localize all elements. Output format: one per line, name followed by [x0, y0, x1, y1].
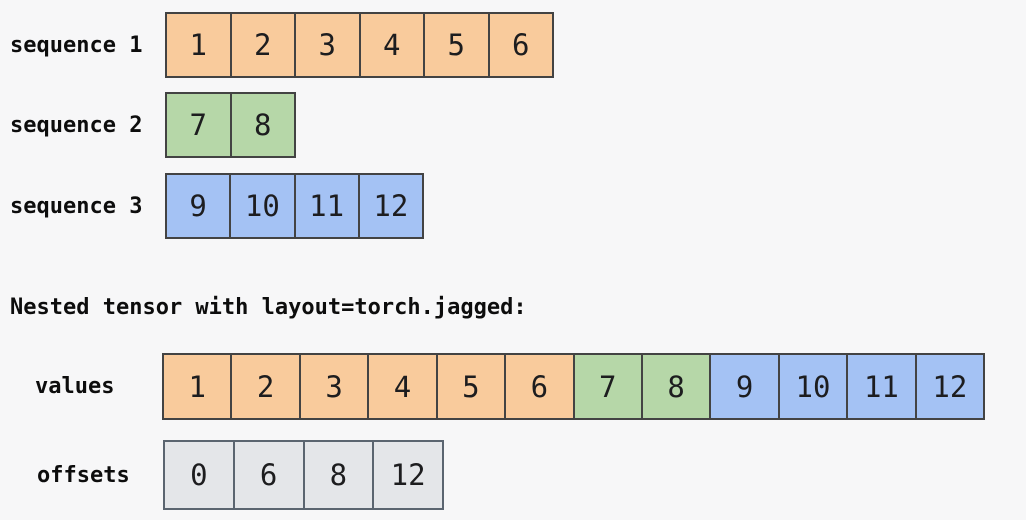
sequence-1-cell: 6: [489, 14, 552, 76]
sequence-1-label: sequence 1: [10, 32, 143, 58]
nested-tensor-title: Nested tensor with layout=torch.jagged:: [10, 295, 527, 320]
values-cell: 6: [506, 355, 575, 418]
offsets-label: offsets: [37, 462, 130, 488]
sequence-2-row: 7 8: [165, 92, 296, 158]
sequence-1-cell: 1: [167, 14, 232, 76]
sequence-1-cell: 5: [425, 14, 490, 76]
sequence-3-cell: 11: [295, 175, 360, 237]
values-cell: 10: [779, 355, 849, 418]
values-cell: 9: [711, 355, 780, 418]
sequence-1-row: 1 2 3 4 5 6: [165, 12, 554, 78]
offsets-cell: 12: [374, 442, 442, 508]
sequence-1-cell: 3: [296, 14, 361, 76]
values-label: values: [35, 374, 115, 399]
values-cell: 11: [848, 355, 917, 418]
sequence-3-row: 9 10 11 12: [165, 173, 424, 239]
sequence-1-cell: 4: [360, 14, 425, 76]
sequence-3-cell: 12: [359, 175, 422, 237]
values-row: 1 2 3 4 5 6 7 8 9 10 11 12: [162, 353, 985, 420]
values-cell: 1: [164, 355, 233, 418]
sequence-3-label: sequence 3: [10, 193, 143, 219]
sequence-3-cell: 9: [167, 175, 232, 237]
values-cell: 12: [916, 355, 984, 418]
sequence-2-cell: 7: [167, 94, 232, 156]
sequence-2-label: sequence 2: [10, 112, 143, 138]
sequence-3-cell: 10: [231, 175, 296, 237]
sequence-1-cell: 2: [231, 14, 296, 76]
offsets-cell: 0: [165, 442, 235, 508]
offsets-cell: 8: [304, 442, 375, 508]
values-cell: 5: [437, 355, 507, 418]
values-cell: 2: [232, 355, 301, 418]
offsets-row: 0 6 8 12: [163, 440, 444, 510]
offsets-cell: 6: [234, 442, 305, 508]
values-cell: 7: [574, 355, 643, 418]
values-cell: 4: [369, 355, 438, 418]
sequence-2-cell: 8: [231, 94, 294, 156]
values-cell: 8: [642, 355, 712, 418]
values-cell: 3: [300, 355, 370, 418]
